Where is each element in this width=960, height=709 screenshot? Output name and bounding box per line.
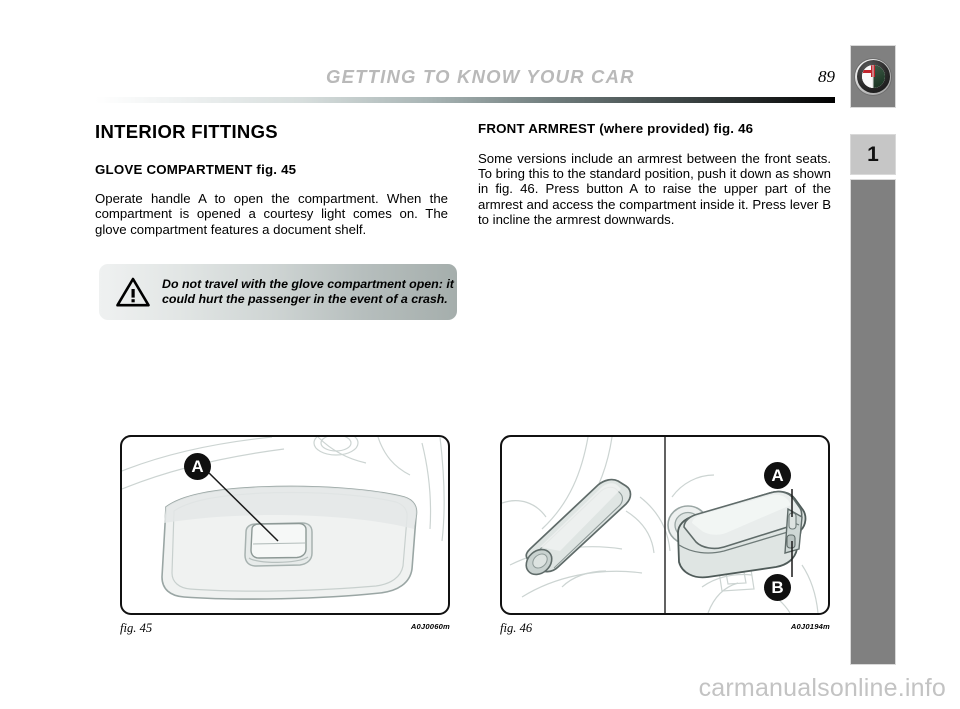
sidebar-filler-block <box>850 179 896 665</box>
alfa-romeo-logo-icon <box>855 58 891 95</box>
site-watermark: carmanualsonline.info <box>698 674 946 702</box>
warning-triangle-icon <box>116 277 150 307</box>
page-title: GETTING TO KNOW YOUR CAR <box>326 66 635 87</box>
page-header: GETTING TO KNOW YOUR CAR 89 <box>95 66 835 96</box>
warning-callout-box: Do not travel with the glove compartment… <box>99 264 457 320</box>
glove-compartment-heading: GLOVE COMPARTMENT fig. 45 <box>95 162 297 178</box>
figure-45: A fig. 45 A0J0060m <box>120 435 450 641</box>
brand-logo-tab <box>850 45 896 108</box>
header-divider-rule <box>95 97 835 103</box>
chapter-number-tab[interactable]: 1 <box>850 134 896 175</box>
glove-compartment-drawing <box>122 437 445 600</box>
front-armrest-heading: FRONT ARMREST (where provided) fig. 46 <box>478 121 754 136</box>
glove-compartment-body: Operate handle A to open the compartment… <box>95 190 448 237</box>
right-text-column: FRONT ARMREST (where provided) fig. 46 S… <box>478 121 831 228</box>
figure-46-caption-row: fig. 46 A0J0194m <box>500 619 830 641</box>
chapter-number-label: 1 <box>867 143 879 166</box>
front-armrest-drawing <box>502 437 819 613</box>
interior-fittings-heading: INTERIOR FITTINGS <box>95 121 278 142</box>
figure-46-frame: A B <box>500 435 830 615</box>
warning-message: Do not travel with the glove compartment… <box>162 277 454 306</box>
figure-46-caption: fig. 46 <box>500 621 533 635</box>
callout-a: A <box>184 453 211 480</box>
chapter-tab-sidebar: 1 <box>850 45 896 665</box>
callout-a: A <box>764 462 791 489</box>
page-number: 89 <box>818 67 835 86</box>
callout-b: B <box>764 574 791 601</box>
figure-46: A B fig. 46 A0J0194m <box>500 435 830 641</box>
figure-45-code: A0J0060m <box>410 622 450 631</box>
left-text-column: INTERIOR FITTINGS GLOVE COMPARTMENT fig.… <box>95 121 448 237</box>
figure-46-code: A0J0194m <box>790 622 830 631</box>
figure-45-caption: fig. 45 <box>120 621 153 635</box>
front-armrest-body: Some versions include an armrest between… <box>478 150 831 228</box>
figure-45-frame: A <box>120 435 450 615</box>
figure-45-caption-row: fig. 45 A0J0060m <box>120 619 450 641</box>
